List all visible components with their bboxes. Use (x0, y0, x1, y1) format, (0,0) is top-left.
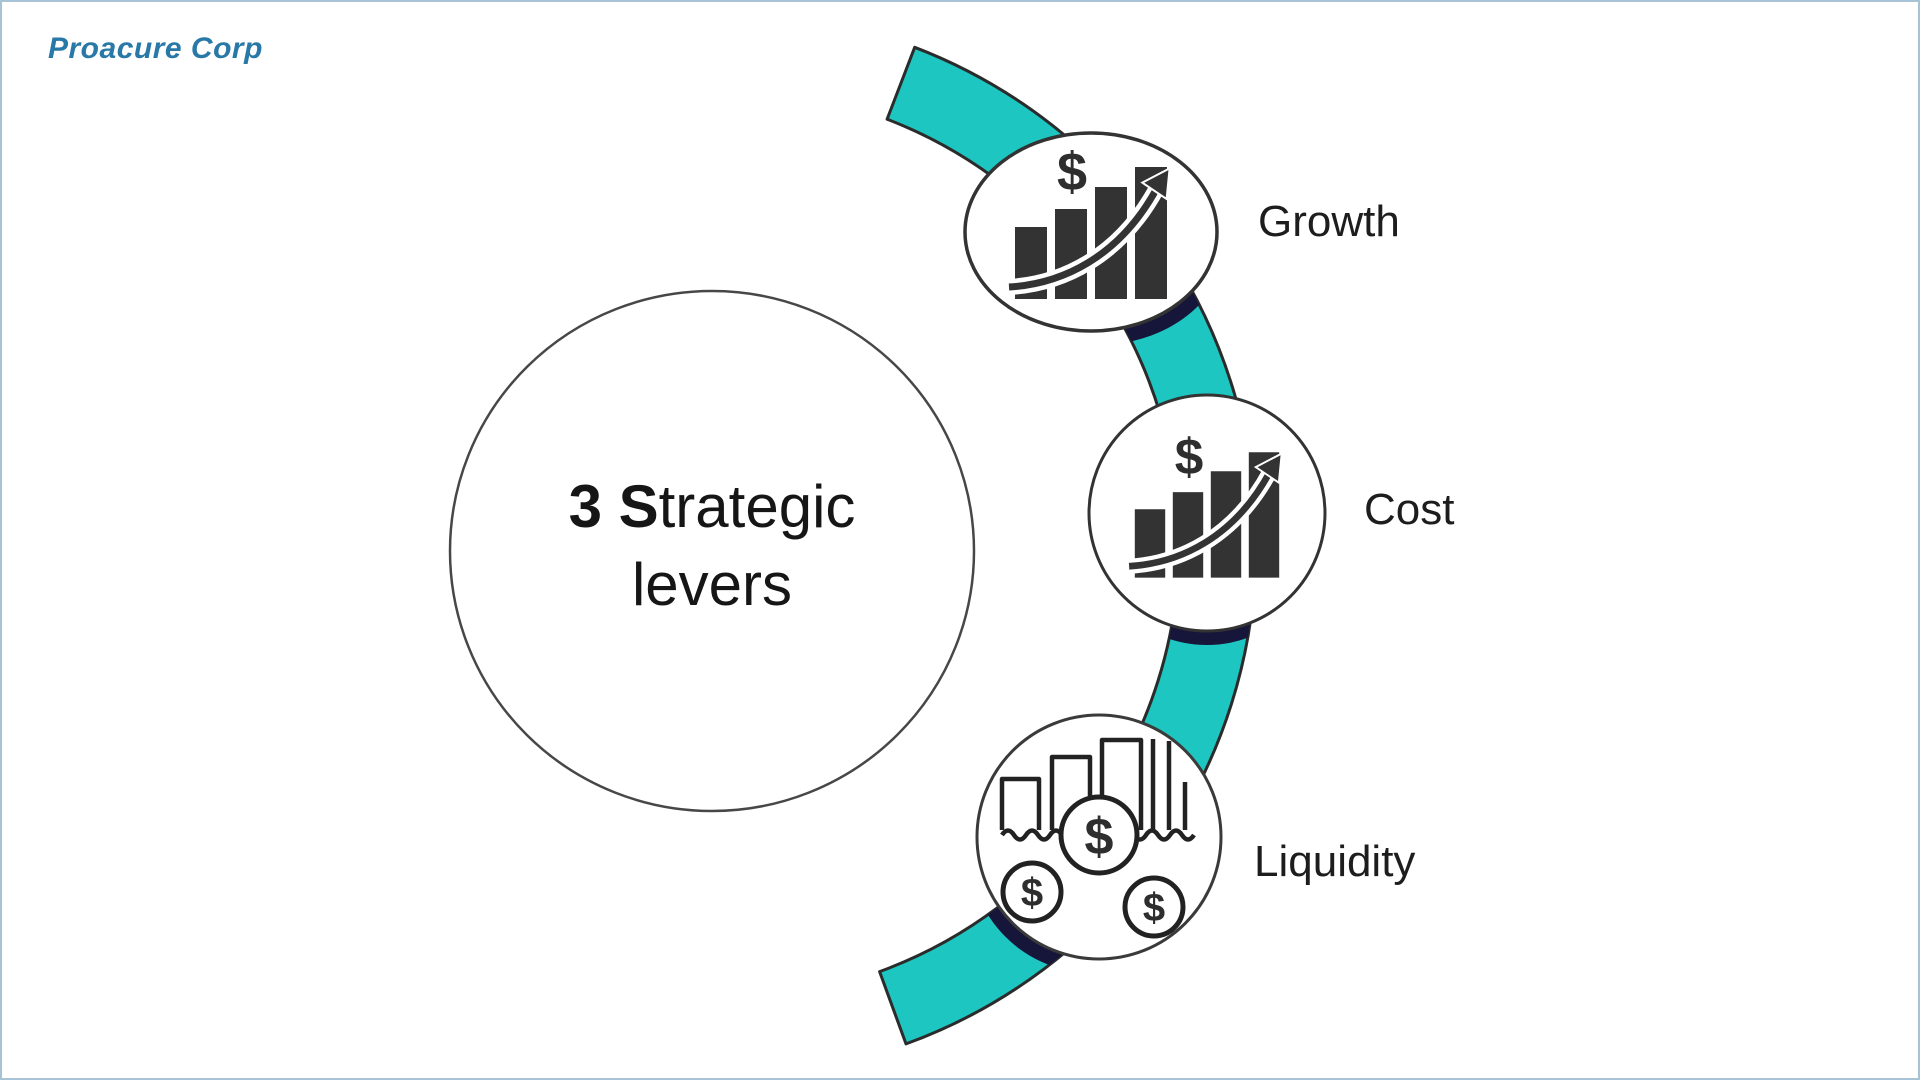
coin-left-icon (1000, 860, 1064, 924)
liquidity-node: $ $ $ (975, 713, 1223, 961)
cost-node (1087, 393, 1327, 633)
lever-label-liquidity: Liquidity (1254, 837, 1416, 886)
dollar-sign-icon: $ (1021, 871, 1043, 915)
lever-label-cost: Cost (1364, 485, 1455, 534)
center-line-1: 3 Strategic (568, 473, 856, 540)
growth-node-circle (963, 131, 1219, 333)
coin-large-icon (1058, 794, 1140, 876)
cost-node-circle (1087, 393, 1327, 633)
coin-right-icon (1122, 875, 1186, 939)
growth-node (963, 131, 1219, 333)
liquidity-coins-water-icon: $ $ $ (999, 737, 1196, 939)
company-logo: Proacure Corp (48, 32, 263, 65)
center-circle-label: 3 Strategic levers (452, 468, 972, 624)
dollar-sign-icon: $ (1143, 886, 1165, 930)
lever-label-growth: Growth (1258, 197, 1400, 246)
center-line-2: levers (631, 551, 793, 618)
dollar-sign-icon: $ (1085, 808, 1114, 866)
center-circle (448, 289, 976, 813)
